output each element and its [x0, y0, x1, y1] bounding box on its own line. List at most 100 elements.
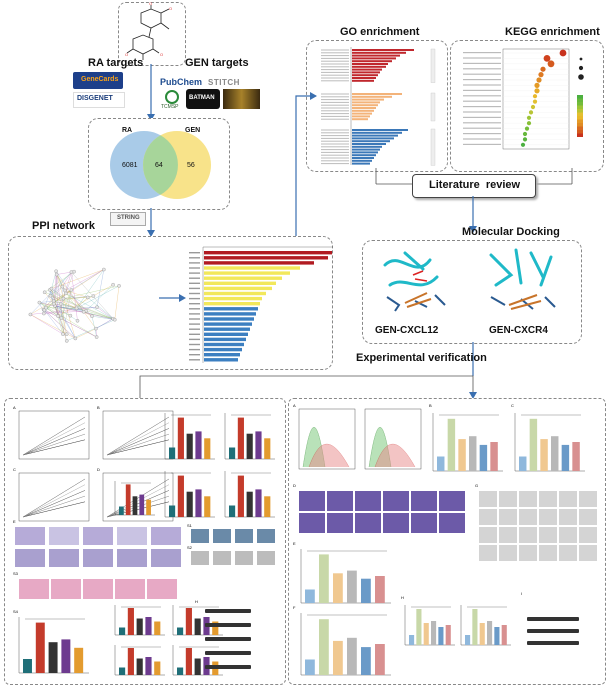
ra-targets-label: RA targets [88, 57, 144, 69]
growth-curve-series [106, 428, 170, 456]
histology-panel [117, 527, 147, 545]
growth-curve-series [22, 439, 86, 456]
exp-right-bar-bar [361, 647, 371, 675]
kegg-pathway-bubble [532, 94, 538, 99]
venn-left-count: 6081 [122, 162, 138, 169]
go-term-label [321, 132, 349, 134]
ppi-edge [64, 269, 104, 291]
go-category-strip [430, 128, 436, 166]
wound-healing-image [579, 527, 597, 543]
go-category-strip [430, 92, 436, 122]
panel-letter: E [13, 519, 16, 524]
exp-left-bar-bar [185, 648, 192, 675]
transwell-image [383, 513, 409, 533]
venn-left-name: RA [122, 127, 133, 134]
ppi-degree-bar [204, 291, 266, 296]
wound-healing-image [519, 545, 537, 561]
kegg-pathway-bubble [522, 137, 528, 142]
exp-left-bar-bar [125, 484, 131, 515]
wound-healing-image [479, 509, 497, 525]
exp-right-bar-bar [416, 609, 422, 645]
ppi-gene-label [189, 277, 200, 279]
exp-right-bar-bar [423, 623, 429, 645]
ppi-edge [91, 316, 115, 320]
exp-right-bar-bar [437, 456, 445, 471]
ppi-edge [56, 274, 84, 312]
exp-left-bar-bar [169, 447, 176, 459]
kegg-pathway-label [463, 79, 501, 81]
go-term-label [321, 66, 349, 68]
exp-right-bar-bar [469, 436, 477, 471]
ppi-node [95, 305, 99, 309]
docking-box: GEN-CXCL12 GEN-CXCR4 [362, 240, 582, 344]
ppi-gene-label [189, 338, 200, 341]
disgenet-logo-text: DISGENET [77, 95, 113, 102]
ppi-degree-bar [204, 302, 260, 306]
exp-right-bar-bar [465, 635, 471, 645]
exp-left-bar-bar [169, 505, 176, 517]
exp-left-bar-bar [264, 496, 271, 517]
ppi-node [48, 293, 53, 298]
go-term-bar [352, 145, 382, 148]
ppi-gene-label [189, 323, 200, 325]
go-term-label [321, 143, 349, 145]
exp-right-bar-bar [438, 627, 444, 645]
growth-curve-series [22, 416, 86, 456]
ppi-gene-label [189, 252, 200, 254]
go-term-bar [352, 54, 400, 57]
wound-healing-image [539, 491, 557, 507]
ppi-node [68, 313, 73, 318]
go-term-bar [352, 98, 384, 101]
kegg-box [450, 40, 604, 172]
ppi-edge [76, 285, 120, 309]
go-term-label [321, 129, 349, 131]
go-term-bar [352, 63, 388, 65]
kegg-pvalue-legend-swatch [577, 109, 583, 113]
ppi-degree-bar [204, 337, 246, 342]
exp-right-bar-bar [472, 609, 478, 645]
kegg-pathway-bubble [520, 142, 526, 147]
go-term-label [321, 93, 349, 95]
exp-right-bar-bar [319, 554, 329, 603]
panel-letter: S1 [187, 523, 193, 528]
go-term-label [321, 60, 349, 62]
mouse-photo [213, 529, 231, 543]
kegg-count-legend-dot [578, 74, 584, 80]
ppi-node [69, 288, 74, 292]
transwell-image [355, 513, 381, 533]
kegg-pathway-bubble [522, 131, 528, 137]
exp-left-bar-bar [246, 491, 253, 517]
panel-letter: D [97, 467, 100, 472]
kegg-pvalue-legend-swatch [577, 98, 583, 102]
western-blot-band [527, 641, 579, 645]
exp-right-bar-bar [529, 418, 538, 471]
ppi-node [111, 282, 115, 287]
ppi-node [113, 317, 117, 322]
ppi-edge [71, 272, 78, 321]
ihc-panel [83, 549, 113, 567]
ppi-edge [39, 302, 115, 320]
gen-cxcr4-label: GEN-CXCR4 [489, 325, 548, 336]
wound-healing-image [539, 545, 557, 561]
ppi-edge [54, 305, 78, 321]
stitch-logo-text: STITCH [208, 78, 240, 87]
go-term-bar [352, 118, 368, 121]
ppi-gene-label [189, 348, 200, 351]
ppi-node [94, 335, 99, 339]
kegg-pathway-bubble [547, 60, 555, 68]
go-term-label [321, 154, 349, 156]
ppi-edge [60, 303, 67, 335]
ppi-edge [63, 297, 88, 299]
go-term-bar [352, 112, 372, 115]
ppi-gene-label [189, 343, 200, 346]
go-term-bar [352, 93, 402, 95]
ppi-node [75, 319, 80, 323]
pubchem-logo-text: PubChem [160, 77, 203, 87]
ppi-node [42, 290, 47, 295]
growth-curve-series [22, 501, 86, 518]
ppi-edge [83, 311, 97, 329]
exp-left-bar-bar [194, 658, 201, 675]
ihc-panel [117, 549, 147, 567]
exp-left-bar-bar [195, 489, 202, 517]
ppi-edge [56, 271, 72, 275]
